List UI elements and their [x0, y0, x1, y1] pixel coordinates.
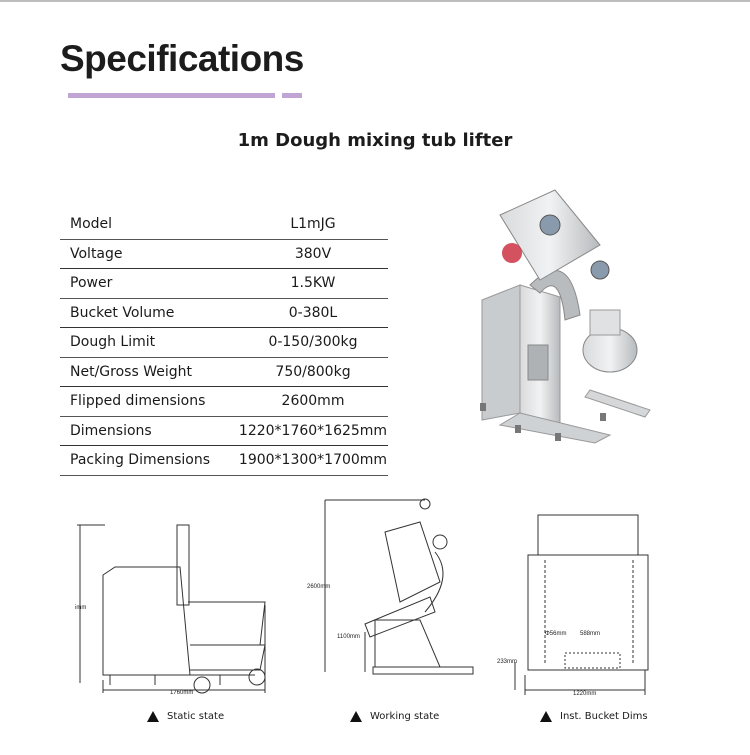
caption-working: Working state: [350, 711, 439, 722]
spec-value: 0-380L: [238, 298, 388, 328]
triangle-icon: [350, 711, 362, 722]
spec-label: Model: [60, 210, 238, 240]
spec-label: Net/Gross Weight: [60, 357, 238, 387]
spec-value: 1900*1300*1700mm: [238, 445, 388, 476]
spec-label: Dimensions: [60, 416, 238, 446]
spec-value: 1220*1760*1625mm: [238, 416, 388, 446]
dim-height: 2600mm: [307, 584, 330, 590]
caption-text: Working state: [370, 711, 440, 722]
title-underline-accent: [282, 93, 302, 98]
title-underline: [68, 93, 275, 98]
spec-value: 1.5KW: [238, 268, 388, 299]
spec-value: 750/800kg: [238, 357, 388, 387]
install-dims-drawing: Φ56mm 588mm 233mm 1220mm: [497, 514, 649, 697]
dim-height: 1625mm: [75, 605, 86, 611]
spec-label: Bucket Volume: [60, 298, 238, 328]
spec-value: 0-150/300kg: [238, 327, 388, 358]
spec-label: Packing Dimensions: [60, 445, 238, 476]
spec-value: 380V: [238, 239, 388, 269]
spec-label: Flipped dimensions: [60, 386, 238, 417]
spec-label: Dough Limit: [60, 327, 238, 358]
caption-static: Static state: [147, 711, 224, 722]
static-state-drawing: 1625mm 1760mm: [75, 524, 266, 696]
triangle-icon: [147, 711, 159, 722]
page-title: Specifications: [60, 38, 304, 79]
top-divider: [0, 0, 750, 2]
caption-install: Inst. Bucket Dims: [540, 711, 648, 722]
triangle-icon: [540, 711, 552, 722]
spec-value: L1mJG: [238, 210, 388, 240]
dim-hole: Φ56mm: [545, 631, 566, 637]
spec-value: 2600mm: [238, 386, 388, 417]
spec-label: Voltage: [60, 239, 238, 269]
dim-base: 1100mm: [337, 634, 360, 640]
dim-width: 1760mm: [170, 690, 193, 696]
product-name: 1m Dough mixing tub lifter: [237, 130, 513, 151]
dim-spacing: 588mm: [580, 631, 600, 637]
caption-text: Inst. Bucket Dims: [560, 711, 648, 722]
dim-width: 1220mm: [573, 691, 596, 697]
working-state-drawing: 2600mm 1100mm: [307, 498, 474, 675]
spec-label: Power: [60, 268, 238, 299]
dim-clearance: 233mm: [497, 659, 517, 665]
caption-text: Static state: [167, 711, 225, 722]
product-photo: [480, 189, 651, 444]
